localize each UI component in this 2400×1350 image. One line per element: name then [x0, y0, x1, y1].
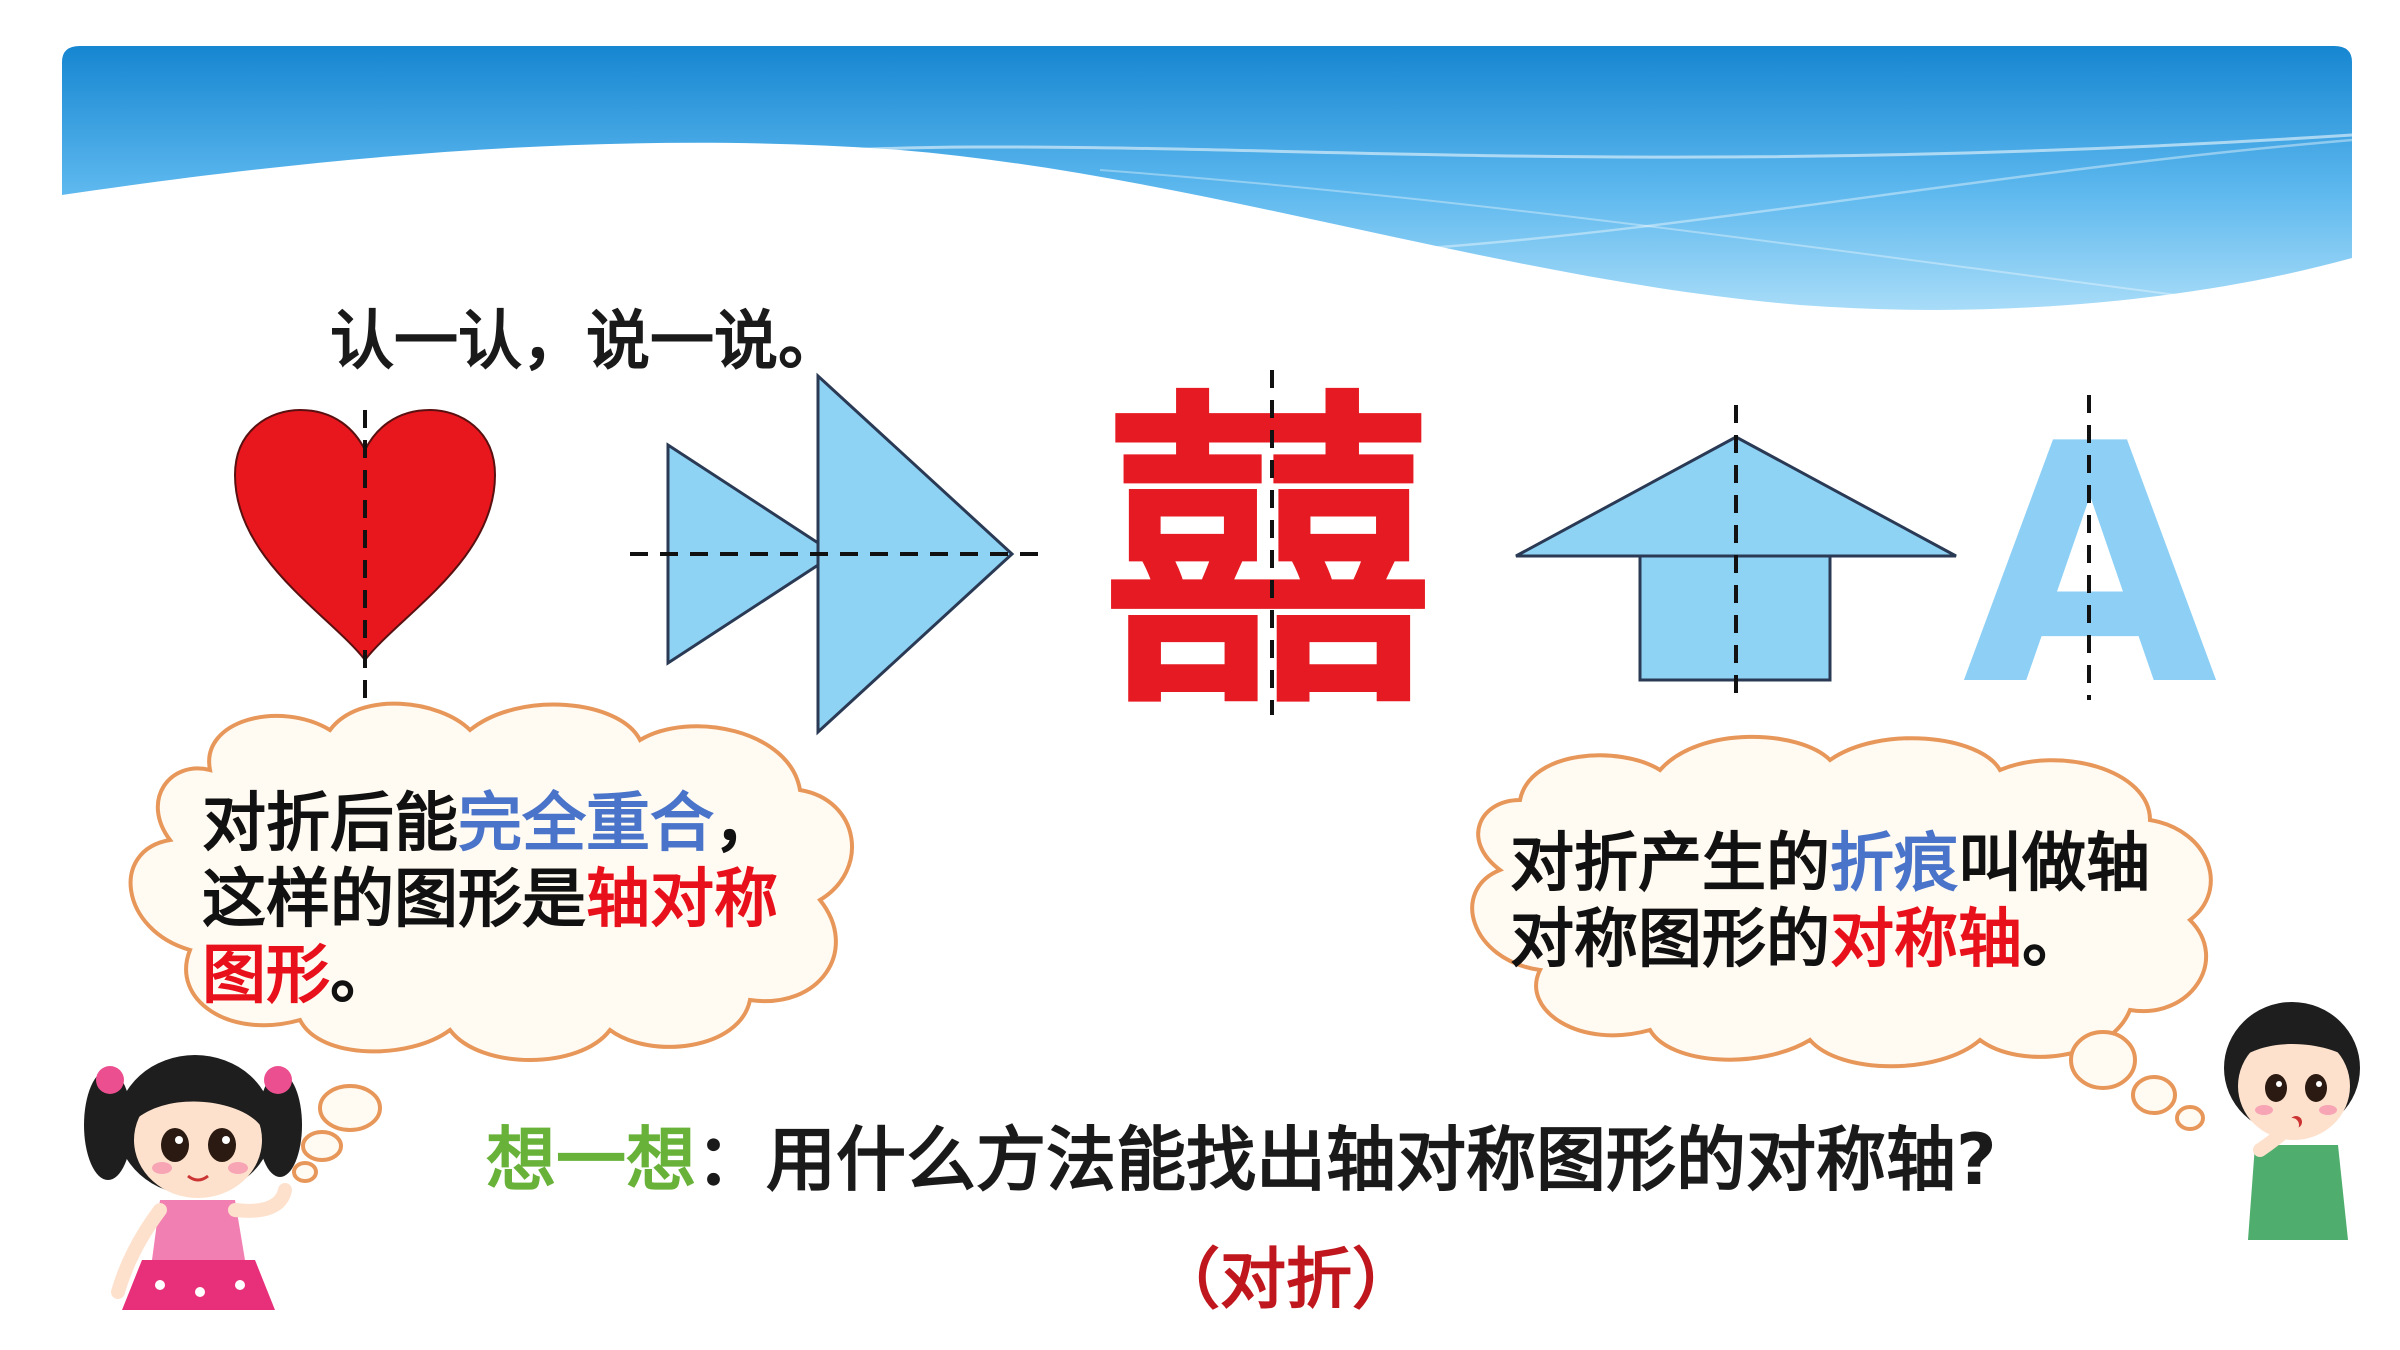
right-line1-end: 叫做轴: [1958, 827, 2150, 901]
left-bubble-line-1: 对折后能完全重合，: [202, 786, 778, 862]
right-line2-highlight: 对称轴: [1830, 903, 2022, 977]
right-bubble-line-1: 对折产生的折痕叫做轴: [1510, 826, 2150, 902]
heart-figure: [233, 408, 497, 710]
symmetric-figures: 囍 A: [233, 364, 2220, 758]
answer-text: （对折）: [1154, 1241, 1418, 1318]
left-bubble-line-3: 图形。: [202, 938, 778, 1014]
right-line1-normal: 对折产生的: [1510, 827, 1830, 901]
right-bubble-text: 对折产生的折痕叫做轴 对称图形的对称轴。: [1510, 826, 2150, 978]
girl-illustration: [84, 1055, 302, 1310]
double-happiness-glyph: 囍: [1103, 364, 1433, 748]
letter-a-figure: A: [1962, 374, 2220, 758]
left-line1-end: ，: [714, 787, 778, 861]
right-line1-highlight: 折痕: [1830, 827, 1958, 901]
right-line2-end: 。: [2022, 903, 2086, 977]
left-bubble-text: 对折后能完全重合， 这样的图形是轴对称 图形。: [202, 786, 778, 1014]
think-question: 想一想：用什么方法能找出轴对称图形的对称轴?: [486, 1104, 1997, 1205]
left-line2-highlight: 轴对称: [586, 863, 778, 937]
header-banner: [62, 46, 2353, 310]
right-line2-normal: 对称图形的: [1510, 903, 1830, 977]
left-line3-highlight: 图形: [202, 939, 330, 1013]
left-line1-highlight: 完全重合: [458, 787, 714, 861]
double-happiness-figure: 囍: [1103, 364, 1433, 748]
think-label: 想一想: [486, 1119, 696, 1201]
boy-illustration: [2224, 1002, 2360, 1240]
left-bubble-line-2: 这样的图形是轴对称: [202, 862, 778, 938]
double-triangle-figure: [630, 372, 1040, 736]
think-question-text: 用什么方法能找出轴对称图形的对称轴?: [766, 1119, 1997, 1201]
instruction-title: 认一认，说一说。: [330, 305, 842, 379]
left-line2-normal: 这样的图形是: [202, 863, 586, 937]
left-line3-end: 。: [330, 939, 394, 1013]
letter-a-glyph: A: [1962, 374, 2220, 758]
arrow-house-figure: [1515, 405, 1957, 705]
think-colon: ：: [696, 1119, 766, 1201]
left-line1-normal: 对折后能: [202, 787, 458, 861]
right-bubble-line-2: 对称图形的对称轴。: [1510, 902, 2150, 978]
